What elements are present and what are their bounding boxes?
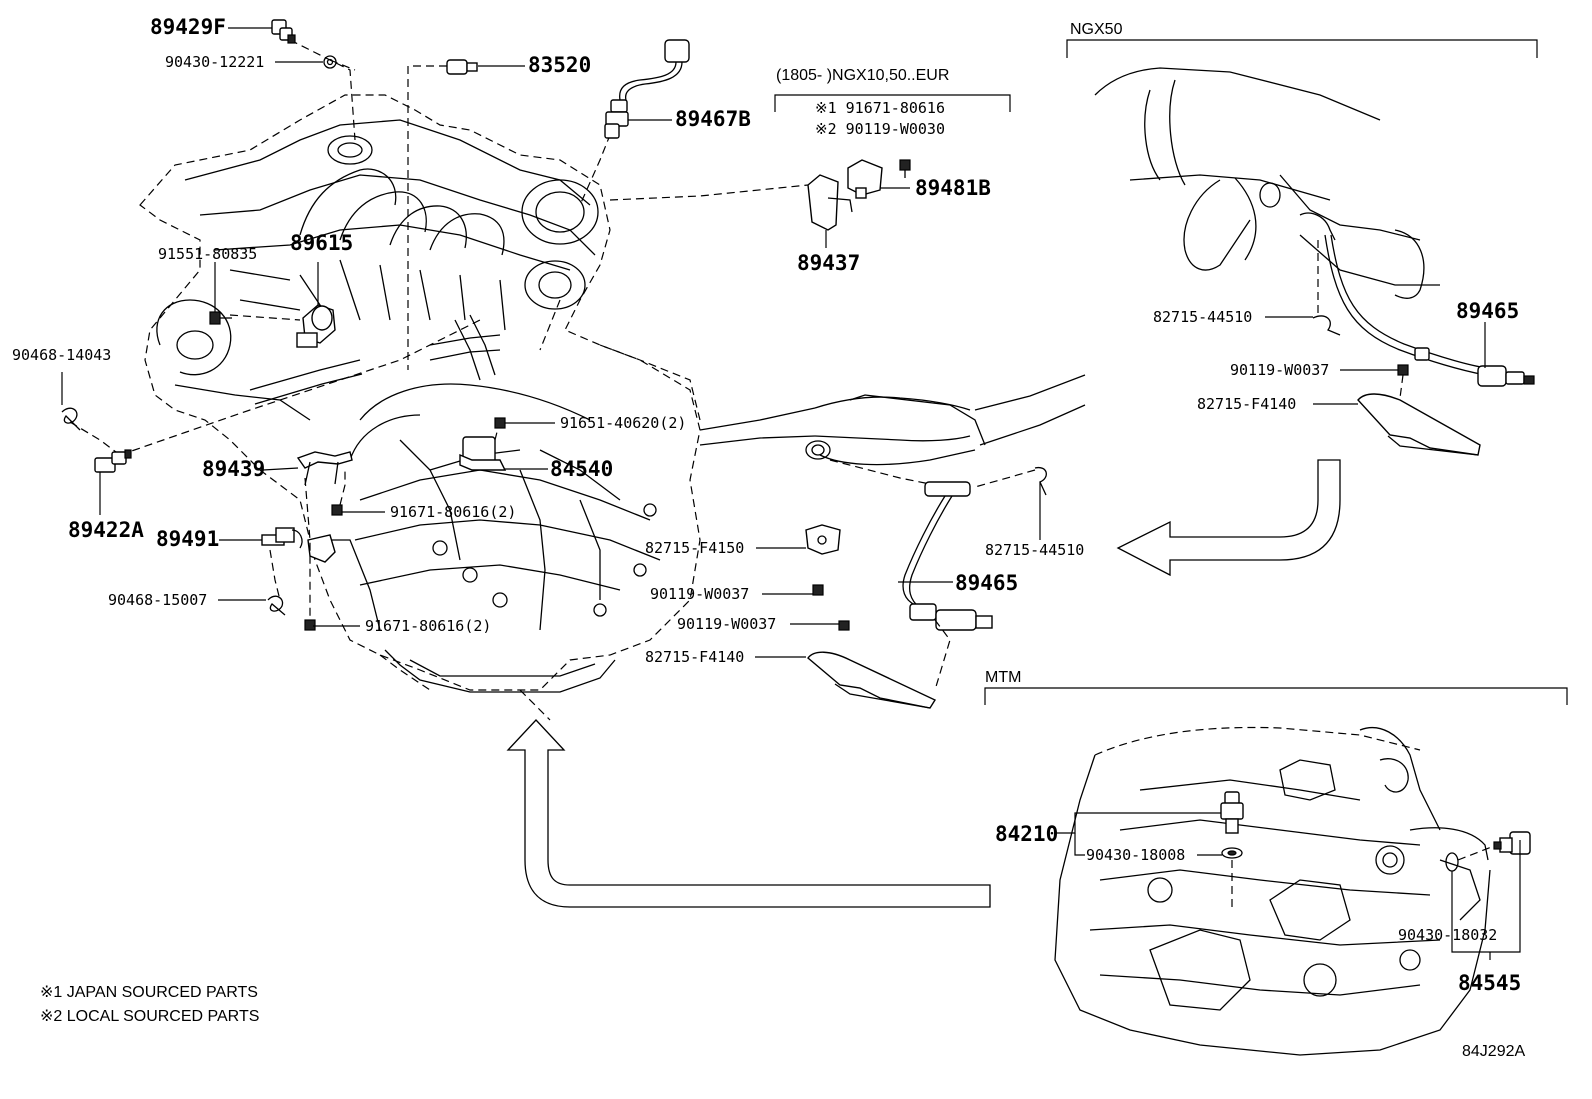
label-89467B: 89467B [675,107,751,131]
arrow-up-icon [506,719,991,908]
label-89465-b: 89465 [1456,299,1519,323]
label-89491: 89491 [156,527,219,551]
transmission-icon [261,344,701,693]
label-89437: 89437 [797,251,860,275]
part-labels: 89429F 90430-12221 83520 89467B 91551-80… [12,15,1525,1060]
sensor-89467B-icon [604,39,690,139]
eur-line-1: ※1 91671-80616 [815,99,945,117]
label-90119-W0037-b: 90119-W0037 [677,615,776,633]
mtm-label: MTM [985,669,1021,686]
label-89481B: 89481B [915,176,991,200]
label-89422A: 89422A [68,518,144,542]
note-japan-sourced: ※1 JAPAN SOURCED PARTS [40,984,258,1001]
sensor-89422A-icon [94,449,132,473]
label-84540: 84540 [550,457,613,481]
label-82715-44510-a: 82715-44510 [985,541,1084,559]
switch-83520-icon [446,59,478,75]
eur-parts [774,94,1011,231]
label-82715-F4150: 82715-F4150 [645,539,744,557]
label-91651-40620-2: 91651-40620(2) [560,414,686,432]
ngx50-label: NGX50 [1070,21,1123,38]
catalytic-converter-icon [699,374,1086,709]
switch-84545-icon [1493,831,1531,855]
label-84210: 84210 [995,822,1058,846]
engine-leaders [69,39,809,721]
label-82715-44510-b: 82715-44510 [1153,308,1252,326]
transmission-mtm-icon [1054,726,1491,1056]
small-parts [61,19,690,631]
label-89615: 89615 [290,231,353,255]
engine-assembly-icon [139,94,701,691]
sensor-89429F-icon [271,19,296,44]
label-91671-80616-2-b: 91671-80616(2) [365,617,491,635]
ngx50-inset [1066,39,1538,456]
label-leaders [61,27,1521,960]
label-89465-a: 89465 [955,571,1018,595]
label-90430-12221: 90430-12221 [165,53,264,71]
sensor-84210-icon [1220,791,1244,834]
label-84545: 84545 [1458,971,1521,995]
label-90119-W0037-a: 90119-W0037 [650,585,749,603]
label-90430-18008: 90430-18008 [1086,846,1185,864]
label-91551-80835: 91551-80835 [158,245,257,263]
label-90430-18032: 90430-18032 [1398,926,1497,944]
label-82715-F4140-a: 82715-F4140 [645,648,744,666]
label-90119-W0037-c: 90119-W0037 [1230,361,1329,379]
mtm-inset [984,687,1568,1056]
label-91671-80616-2-a: 91671-80616(2) [390,503,516,521]
label-82715-F4140-b: 82715-F4140 [1197,395,1296,413]
label-83520: 83520 [528,53,591,77]
eur-line-2: ※2 90119-W0030 [815,120,945,138]
figure-id: 84J292A [1462,1043,1525,1060]
label-89429F: 89429F [150,15,226,39]
label-90468-14043: 90468-14043 [12,346,111,364]
arrow-left-icon [1116,459,1341,577]
catalytic-converter-ngx50-icon [1094,67,1440,299]
label-90468-15007: 90468-15007 [108,591,207,609]
eur-header: (1805- )NGX10,50..EUR [776,67,949,84]
label-89439: 89439 [202,457,265,481]
note-local-sourced: ※2 LOCAL SOURCED PARTS [40,1008,259,1025]
